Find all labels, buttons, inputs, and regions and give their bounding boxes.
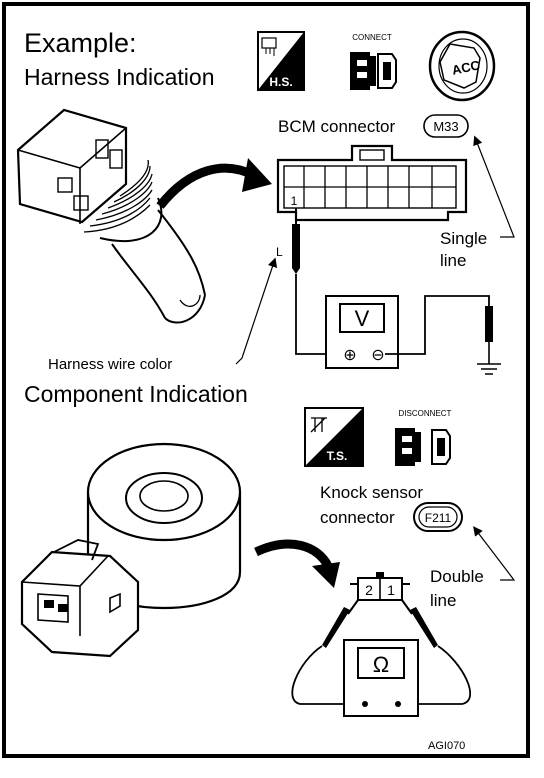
arrow-to-sensor-connector-head [312,562,340,588]
voltmeter-symbol: V [355,306,370,331]
arrow-to-sensor-connector [254,539,333,569]
ts-label: T.S. [327,449,348,463]
pin-number-1-component: 1 [387,582,395,598]
single-line-label-1: Single [440,229,487,248]
bcm-connector-face [276,144,468,222]
figure-id: AGI070 [428,740,465,752]
voltmeter [325,295,399,369]
ohmmeter [343,639,419,717]
ohmmeter-probes [291,599,472,705]
disconnect-label: DISCONNECT [399,409,452,418]
arrow-to-connector [156,163,258,209]
knock-connector-face [350,572,410,601]
double-line-label-1: Double [430,567,484,586]
wire-color-letter: L [276,245,283,259]
knock-connector-code-badge [418,506,458,528]
harness-indication-title: Harness Indication [24,64,215,90]
voltmeter-plus: ⊕ [343,347,356,364]
harness-connector-drawing [16,108,206,324]
bcm-connector-code-badge [423,114,469,138]
bcm-connector-label: BCM connector [278,117,395,136]
knock-sensor-label-1: Knock sensor [320,483,423,502]
ohmmeter-symbol: Ω [373,652,389,677]
pin-number-1: 1 [291,194,298,208]
double-line-label-2: line [430,591,456,610]
wire-color-leader [235,257,278,365]
disconnect-icon: DISCONNECT [395,409,452,466]
knock-sensor-label-2: connector [320,508,395,527]
connect-icon: CONNECT [350,33,397,90]
wire-color-label: Harness wire color [48,356,172,373]
pin-number-2: 2 [365,582,373,598]
ground-lead [385,295,501,375]
terminal-side-icon: T.S. [304,407,364,467]
arrow-to-connector-head [242,158,272,192]
double-line-leader [473,526,516,581]
example-title: Example: [24,28,137,58]
knock-connector-code: F211 [425,511,452,525]
knock-sensor-drawing [20,442,242,658]
component-indication-title: Component Indication [24,381,248,407]
single-line-label-2: line [440,251,466,270]
outer-frame [2,2,530,758]
hs-label: H.S. [269,75,292,89]
single-line-leader [473,135,515,238]
voltmeter-minus: ⊖ [371,347,384,364]
harness-side-icon: H.S. [257,31,305,91]
bcm-connector-code: M33 [433,119,458,134]
connect-label: CONNECT [352,33,392,42]
acc-label: ACC [451,57,482,78]
acc-icon: ACC [428,30,496,102]
